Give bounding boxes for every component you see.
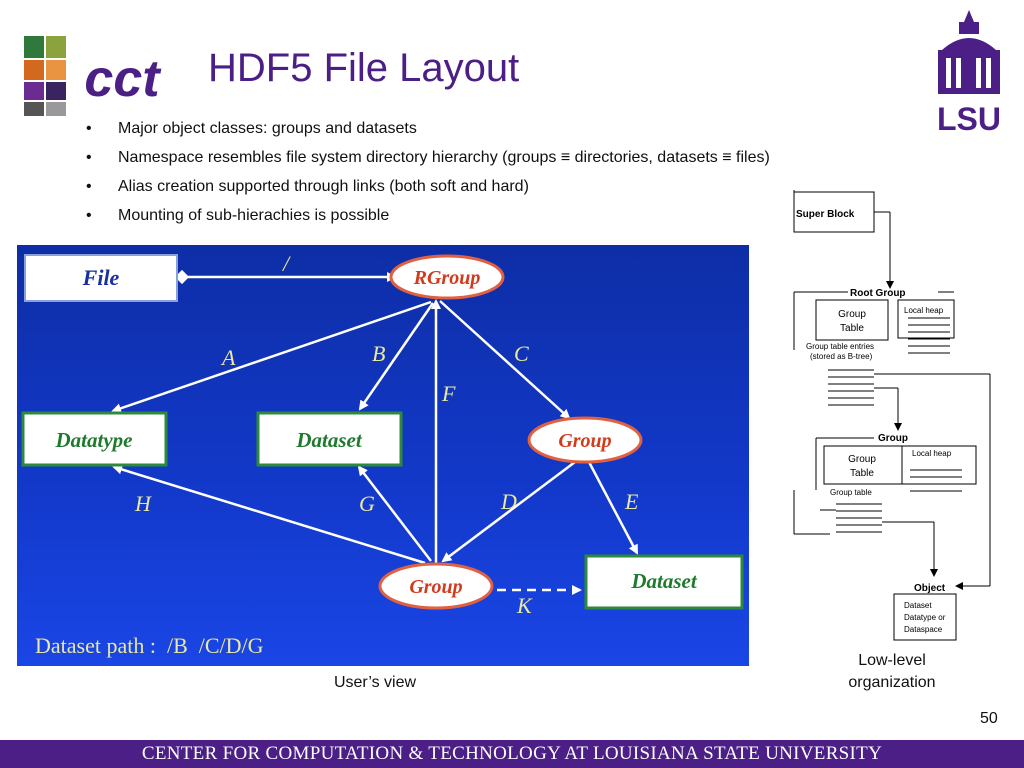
- group-table-label-1: Group: [848, 454, 876, 465]
- edge-label-b: B: [372, 341, 385, 366]
- edge-c: [439, 300, 571, 420]
- edge-label-a: A: [220, 345, 236, 370]
- object-line-3: Dataspace: [904, 625, 943, 634]
- object-line-2: Datatype or: [904, 613, 946, 622]
- edge-b: [358, 302, 435, 411]
- edge-h: [112, 464, 426, 565]
- dataset-label-1: Dataset: [295, 428, 362, 452]
- dataset-path: Dataset path : /B /C/D/G: [35, 633, 264, 658]
- rgroup-label: RGroup: [413, 267, 481, 289]
- edge-label-e: E: [624, 489, 639, 514]
- edge-label-f: F: [441, 381, 456, 406]
- super-block-box: [793, 191, 875, 233]
- group-table-box: [823, 445, 977, 485]
- dataset-node-1: [256, 411, 403, 467]
- root-group-label: Root Group: [850, 288, 906, 299]
- edge-d: [441, 461, 576, 563]
- file-node: [24, 254, 178, 302]
- footer-text: CENTER FOR COMPUTATION & TECHNOLOGY AT L…: [141, 743, 883, 764]
- group-label-1: Group: [558, 430, 611, 452]
- edge-label-g: G: [359, 491, 375, 516]
- group-local-heap-label: Local heap: [912, 449, 952, 458]
- page-number: 50: [980, 710, 998, 727]
- svg-text:cct: cct: [84, 50, 162, 108]
- bullet-item: Mounting of sub-hierachies is possible: [80, 205, 770, 234]
- rgroup-node: [389, 254, 505, 300]
- edge-label-slash: /: [281, 251, 291, 276]
- group-label: Group: [878, 433, 908, 444]
- bullet-item: Major object classes: groups and dataset…: [80, 118, 770, 147]
- bullet-list: Major object classes: groups and dataset…: [80, 118, 770, 234]
- group-table-label-2: Table: [850, 468, 874, 479]
- bullet-item: Namespace resembles file system director…: [80, 147, 770, 176]
- root-group-table-label-1: Group: [838, 309, 866, 320]
- root-group-table-label-2: Table: [840, 323, 864, 334]
- footer-bar: [0, 740, 1024, 768]
- dataset-node-2: [584, 554, 744, 610]
- object-line-1: Dataset: [904, 601, 932, 610]
- object-box: [893, 593, 957, 641]
- root-local-heap-label: Local heap: [904, 306, 944, 315]
- group-table-small-label: Group table: [830, 488, 872, 497]
- group-node-1: [527, 416, 643, 464]
- lsu-logo: LSU: [937, 10, 1001, 132]
- group-node-2: [378, 562, 494, 610]
- edge-e: [587, 461, 639, 555]
- edge-label-d: D: [500, 489, 517, 514]
- users-view-diagram: File RGroup Datatype Dataset Group Group…: [21, 251, 744, 658]
- datatype-node: [21, 411, 168, 467]
- datatype-label: Datatype: [55, 428, 133, 452]
- dataset-label-2: Dataset: [630, 569, 697, 593]
- file-label: File: [82, 265, 120, 290]
- cct-logo: cct: [24, 36, 162, 116]
- low-level-caption: Low-level organization: [822, 650, 962, 694]
- root-group-table-box: [815, 299, 889, 341]
- group-label-2: Group: [409, 576, 462, 598]
- entries-label-1: Group table entries: [806, 342, 874, 351]
- object-label: Object: [914, 583, 946, 594]
- edge-a: [111, 300, 432, 414]
- super-block-label: Super Block: [796, 209, 855, 220]
- edge-g: [357, 465, 432, 562]
- slide-title: HDF5 File Layout: [208, 46, 520, 90]
- low-level-caption-line2: organization: [848, 674, 936, 691]
- edge-label-c: C: [514, 341, 529, 366]
- low-level-caption-line1: Low-level: [858, 652, 926, 669]
- edge-label-h: H: [134, 491, 152, 516]
- svg-text:LSU: LSU: [937, 101, 1001, 132]
- bullet-item: Alias creation supported through links (…: [80, 176, 770, 205]
- users-view-caption: User’s view: [333, 674, 417, 691]
- entries-label-2: (stored as B-tree): [810, 352, 873, 361]
- edge-label-k: K: [516, 593, 533, 618]
- low-level-diagram: Super Block Root Group Group Table Local…: [793, 190, 991, 641]
